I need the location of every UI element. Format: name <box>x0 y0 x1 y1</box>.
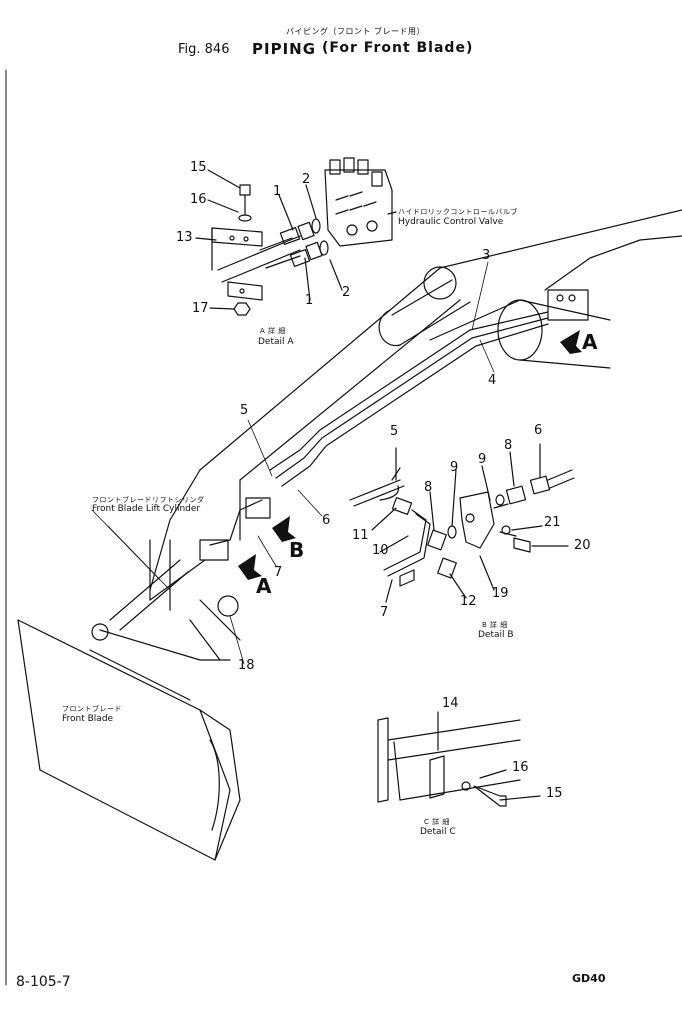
callout-1: 1 <box>273 184 282 199</box>
callout-9: 9 <box>478 452 487 467</box>
main-leaders <box>91 261 495 665</box>
callout-9: 9 <box>450 460 459 475</box>
callout-13: 13 <box>176 230 193 245</box>
page-number: 8-105-7 <box>16 974 71 990</box>
view-arrow-b: B <box>289 538 305 562</box>
callout-12: 12 <box>460 594 477 609</box>
callout-5: 5 <box>390 424 399 439</box>
callout-17: 17 <box>192 301 209 316</box>
callout-10: 10 <box>372 543 389 558</box>
detail-a-label: Detail A <box>258 337 294 347</box>
callout-18: 18 <box>238 658 255 673</box>
detail-b-drawing <box>349 443 575 603</box>
callout-20: 20 <box>574 538 591 553</box>
view-arrow-a-right: A <box>582 330 598 354</box>
callout-16: 16 <box>512 760 529 775</box>
callout-15: 15 <box>190 160 207 175</box>
front-blade-label: Front Blade <box>62 714 114 724</box>
front-blade-jp: フロントブレード <box>62 705 122 713</box>
callout-8: 8 <box>424 480 433 495</box>
detail-a-drawing <box>195 157 397 316</box>
callout-7: 7 <box>380 605 389 620</box>
lift-cylinder-label: Front Blade Lift Cylinder <box>92 504 201 514</box>
title-japanese: パイピング（フロント ブレード用） <box>286 27 426 36</box>
callout-14: 14 <box>442 696 459 711</box>
detail-c-label: Detail C <box>420 827 456 837</box>
page-subtitle: (For Front Blade) <box>322 40 474 56</box>
callout-16: 16 <box>190 192 207 207</box>
page-title: PIPING <box>252 40 317 58</box>
callout-21: 21 <box>544 515 561 530</box>
detail-b-label: Detail B <box>478 630 514 640</box>
model-code: GD40 <box>572 972 606 985</box>
detail-c-drawing <box>377 711 541 807</box>
lift-cylinder-jp: フロントブレードリフトシリンダ <box>92 496 205 504</box>
callout-5: 5 <box>240 403 249 418</box>
blade-drawing <box>17 619 241 861</box>
detail-a-jp: A 詳 細 <box>260 327 286 335</box>
view-arrows <box>238 330 582 580</box>
callout-11: 11 <box>352 528 369 543</box>
figure-number: Fig. 846 <box>178 42 230 57</box>
callout-15: 15 <box>546 786 563 801</box>
callout-3: 3 <box>482 248 491 263</box>
hydraulic-control-valve-label: Hydraulic Control Valve <box>398 217 504 227</box>
detail-b-jp: B 詳 細 <box>482 621 508 629</box>
callout-19: 19 <box>492 586 509 601</box>
callout-4: 4 <box>488 373 497 388</box>
callout-2: 2 <box>302 172 311 187</box>
callout-1: 1 <box>305 293 314 308</box>
callout-6: 6 <box>534 423 543 438</box>
hydraulic-control-valve-jp: ハイドロリックコントロールバルブ <box>398 208 518 216</box>
view-arrow-a-left: A <box>256 574 272 598</box>
callout-7: 7 <box>274 565 283 580</box>
callout-2: 2 <box>342 285 351 300</box>
main-frame-drawing <box>91 209 682 661</box>
callout-8: 8 <box>504 438 513 453</box>
callout-6: 6 <box>322 513 331 528</box>
detail-c-jp: C 詳 細 <box>424 818 450 826</box>
